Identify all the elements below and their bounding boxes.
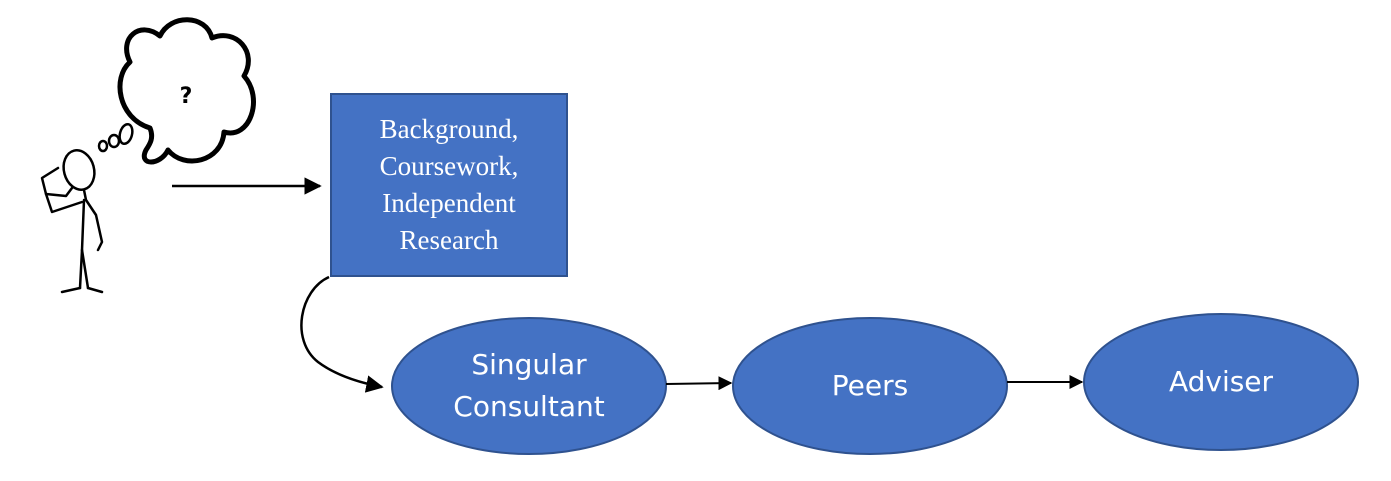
singular-consultant-line: Consultant (453, 390, 605, 423)
thought-cloud-icon (117, 17, 256, 165)
arrow-singular-to-peers (665, 376, 733, 391)
node-peers (732, 317, 1008, 455)
peers-line: Peers (831, 369, 909, 402)
arrow-box-to-singular-consultant (300, 275, 384, 393)
node-adviser (1083, 313, 1359, 451)
research-box-label: Background, Coursework, Independent Rese… (331, 94, 567, 276)
node-singular-consultant (391, 317, 667, 455)
singular-consultant-line: Singular (471, 348, 587, 381)
adviser-label: Adviser (1084, 314, 1358, 450)
adviser-line: Adviser (1168, 365, 1274, 398)
peers-label: Peers (733, 318, 1007, 454)
stick-figure-icon (40, 149, 104, 294)
research-box (330, 93, 568, 277)
research-box-line: Independent (382, 188, 516, 218)
thought-bubble-large-icon (118, 122, 134, 146)
thought-bubble-small-icon (97, 139, 109, 153)
thought-bubble-medium-icon (107, 133, 121, 149)
singular-consultant-label: Singular Consultant (392, 318, 666, 454)
research-box-line: Research (399, 225, 499, 255)
question-mark: ? (179, 84, 193, 109)
research-box-line: Background, (379, 114, 519, 144)
research-box-line: Coursework, (379, 151, 519, 181)
